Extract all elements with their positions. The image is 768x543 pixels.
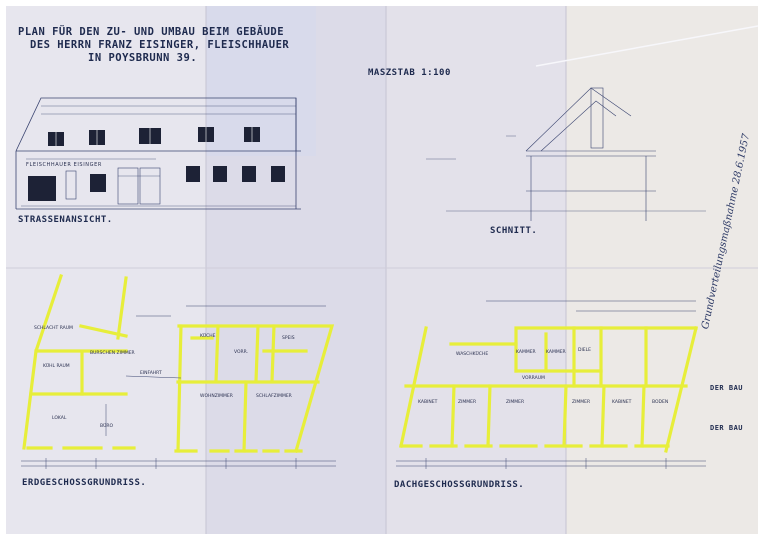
room-kammer-1: KAMMER bbox=[516, 350, 536, 355]
facade-windows bbox=[28, 127, 285, 201]
room-boden: BODEN bbox=[652, 400, 669, 405]
approval-stamp-1: DER BAU bbox=[710, 384, 744, 392]
room-diele: DIELE bbox=[578, 348, 591, 353]
room-lokal: LOKAL bbox=[52, 416, 67, 421]
room-zimmer-2: ZIMMER bbox=[506, 400, 525, 405]
ground-floor-label: ERDGESCHOSSGRUNDRISS. bbox=[22, 478, 147, 488]
facade-sign: FLEISCHHAUER EISINGER bbox=[26, 162, 102, 168]
room-kabinet-1: KABINET bbox=[418, 400, 438, 405]
room-schlafzimmer: SCHLAFZIMMER bbox=[256, 394, 292, 399]
title-line-3: IN POYSBRUNN 39. bbox=[88, 52, 198, 64]
cross-section bbox=[426, 87, 706, 221]
room-vorraum: VORRAUM bbox=[522, 376, 545, 381]
approval-stamp-2: DER BAU bbox=[710, 424, 744, 432]
cross-section-label: SCHNITT. bbox=[490, 226, 538, 236]
title-line-1: PLAN FÜR DEN ZU- UND UMBAU BEIM GEBÄUDE bbox=[18, 26, 285, 38]
street-view-label: STRASSENANSICHT. bbox=[18, 215, 113, 225]
street-facade bbox=[15, 97, 301, 210]
room-burschenzimmer: BURSCHEN ZIMMER bbox=[90, 351, 135, 356]
room-kabinet-2: KABINET bbox=[612, 400, 632, 405]
room-schlachtraum: SCHLACHT RAUM bbox=[34, 326, 73, 331]
scale-label: MASZSTAB 1:100 bbox=[368, 68, 451, 78]
room-kammer-2: KAMMER bbox=[546, 350, 566, 355]
room-kuhlraum: KÜHL RAUM bbox=[43, 364, 70, 369]
room-einfahrt: EINFAHRT bbox=[140, 371, 162, 376]
room-wohnzimmer: WOHNZIMMER bbox=[200, 394, 233, 399]
room-vorr: VORR. bbox=[234, 350, 249, 355]
room-kuche: KÜCHE bbox=[200, 334, 216, 339]
room-waschkuche: WASCHKÜCHE bbox=[456, 352, 489, 357]
room-buero: BÜRO bbox=[100, 424, 114, 429]
title-line-2: DES HERRN FRANZ EISINGER, FLEISCHHAUER bbox=[30, 39, 290, 51]
plan-sheet: PLAN FÜR DEN ZU- UND UMBAU BEIM GEBÄUDE … bbox=[6, 6, 758, 534]
plan-drawing bbox=[6, 6, 758, 534]
facade-garage-doors bbox=[65, 167, 161, 205]
attic-floor-plan bbox=[396, 300, 706, 467]
room-speis: SPEIS bbox=[282, 336, 295, 341]
room-zimmer-1: ZIMMER bbox=[458, 400, 477, 405]
attic-floor-label: DACHGESCHOSSGRUNDRISS. bbox=[394, 480, 525, 490]
ground-floor-plan bbox=[21, 273, 336, 467]
room-zimmer-3: ZIMMER bbox=[572, 400, 591, 405]
